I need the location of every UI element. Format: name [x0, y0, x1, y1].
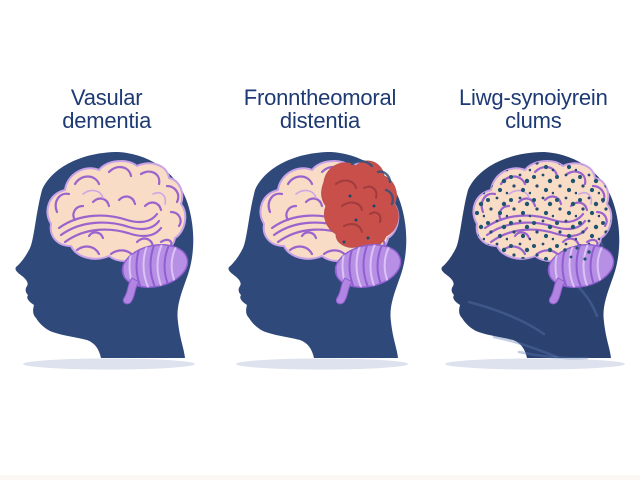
head-illustration-vascular: [15, 152, 195, 370]
panel-title-line1: Fronntheomoral: [243, 85, 397, 110]
panel-title: Vasular dementia: [62, 86, 151, 132]
panel-title-line2: clums: [505, 108, 562, 133]
head-shadow: [22, 358, 195, 370]
head-shadow: [235, 358, 408, 370]
panel-vascular-dementia: Vasular dementia: [0, 86, 213, 480]
head-illustration-frontotemporal: [228, 152, 408, 370]
head-shadow: [445, 358, 626, 370]
head-illustration-lewy: [441, 152, 626, 370]
panel-title-line2: distentia: [279, 108, 361, 133]
panel-title-line1: Liwg-synoiyrein: [459, 85, 608, 110]
panel-title-line1: Vasular: [70, 85, 143, 110]
panel-title: Liwg-synoiyrein clums: [459, 86, 608, 132]
panel-title-line2: dementia: [62, 108, 152, 133]
panel-title: Fronntheomoral distentia: [244, 86, 397, 132]
bottom-artifact-band: [0, 475, 640, 480]
panel-frontotemporal-dementia: Fronntheomoral distentia: [213, 86, 426, 480]
panel-lewy-body-dementia: Liwg-synoiyrein clums: [427, 86, 640, 480]
